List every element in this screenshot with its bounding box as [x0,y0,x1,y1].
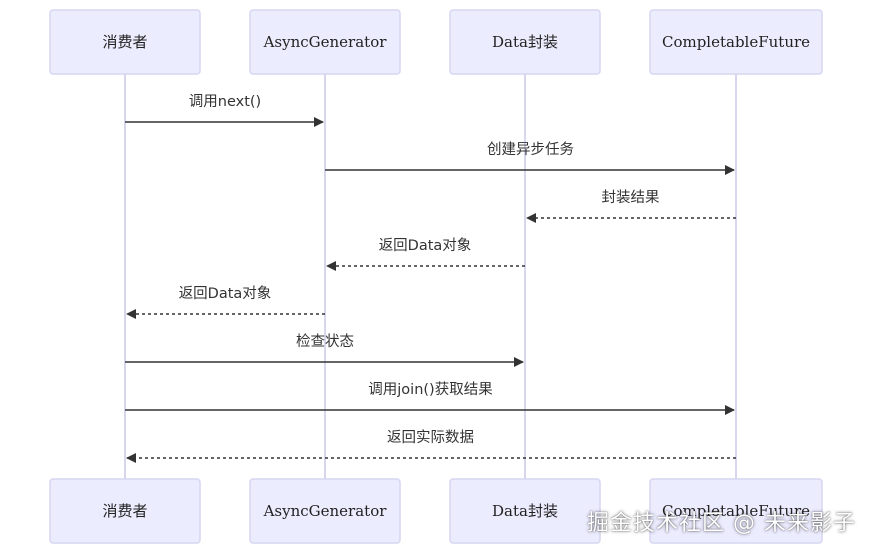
actor-box [649,9,823,75]
actor-cf-top: CompletableFuture [649,9,823,75]
actor-label: Data封装 [492,502,558,520]
actor-label: AsyncGenerator [263,33,388,51]
actor-cf-bottom: CompletableFuture [649,478,823,544]
message-label: 返回Data对象 [379,237,472,254]
actor-box [449,478,601,544]
message-7: 调用join()获取结果 [125,381,735,415]
actor-consumer-bottom: 消费者 [49,478,201,544]
actor-box [649,478,823,544]
message-label: 返回实际数据 [387,429,474,446]
actor-data-top: Data封装 [449,9,601,75]
actor-label: AsyncGenerator [263,502,388,520]
message-8: 返回实际数据 [126,429,736,463]
message-3: 封装结果 [526,189,736,223]
actor-data-bottom: Data封装 [449,478,601,544]
message-label: 封装结果 [602,189,660,206]
actor-box [49,478,201,544]
message-2: 创建异步任务 [325,141,735,175]
message-1: 调用next() [125,93,324,127]
actor-box [249,9,401,75]
message-5: 返回Data对象 [126,285,325,319]
message-label: 返回Data对象 [179,285,272,302]
actor-box [49,9,201,75]
actor-gen-bottom: AsyncGenerator [249,478,401,544]
message-6: 检查状态 [125,333,524,367]
message-label: 检查状态 [296,333,354,350]
message-label: 调用join()获取结果 [368,381,492,398]
actor-box [449,9,601,75]
actor-label: 消费者 [102,502,147,520]
actor-gen-top: AsyncGenerator [249,9,401,75]
actor-box [249,478,401,544]
actor-label: CompletableFuture [662,33,810,51]
actor-label: 消费者 [102,33,147,51]
message-label: 创建异步任务 [487,141,574,158]
actor-consumer-top: 消费者 [49,9,201,75]
message-label: 调用next() [189,93,261,110]
actor-label: Data封装 [492,33,558,51]
actor-label: CompletableFuture [662,502,810,520]
watermark-text: 掘金技术社区 @ 未来影子 [587,511,856,536]
message-4: 返回Data对象 [326,237,525,271]
